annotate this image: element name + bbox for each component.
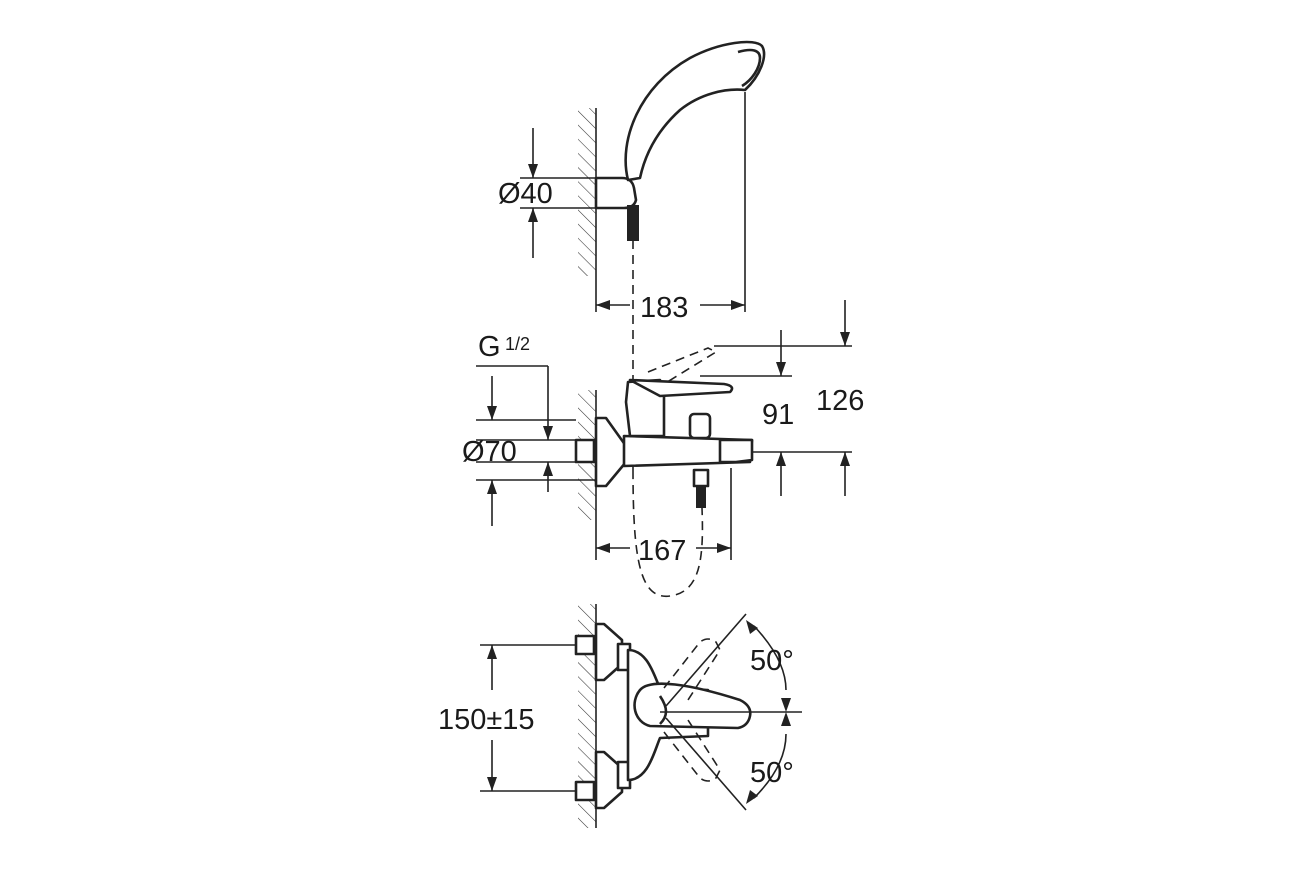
connection-centres-label: 150±15	[438, 704, 535, 736]
holder-diameter-label: Ø40	[498, 178, 553, 210]
hose-connector-top	[627, 205, 639, 241]
wall-hatch-top	[578, 108, 596, 276]
lever-rotated-up	[663, 638, 721, 701]
mixer-lever	[628, 378, 734, 398]
thread-size-label: G	[478, 331, 501, 363]
angle-lower-label: 50°	[750, 757, 794, 789]
hose-thread	[696, 486, 706, 508]
diverter-knob	[688, 412, 712, 440]
mixer-top-view: 50° 50° 150±15	[438, 604, 802, 828]
projection-label: 167	[638, 535, 686, 567]
mixer-side-view: G 1/2 Ø70 91 126 167	[462, 300, 864, 597]
shower-spray-face	[737, 48, 762, 88]
shower-reach-label: 183	[640, 292, 688, 324]
spout-height-label: 91	[762, 399, 794, 431]
shower-holder	[594, 176, 638, 210]
lower-nut	[574, 780, 596, 802]
bath-spout	[718, 438, 754, 464]
lever-top	[633, 682, 752, 730]
angle-upper-label: 50°	[750, 645, 794, 677]
lower-rosette	[594, 750, 624, 810]
lever-raised-outline	[647, 347, 718, 385]
lever-rotated-down	[663, 719, 721, 782]
overall-height-label: 126	[816, 385, 864, 417]
hose-outlet	[692, 468, 710, 488]
thread-fraction-label: 1/2	[505, 334, 530, 354]
wall-connection-nut	[574, 438, 596, 464]
upper-nut	[574, 634, 596, 656]
hose-loop	[632, 469, 704, 597]
hand-shower	[624, 40, 766, 182]
wall-hatch-bottom	[578, 604, 596, 828]
wall-rosette	[594, 416, 628, 488]
rosette-diameter-label: Ø70	[462, 436, 517, 468]
hand-shower-view: Ø40 183	[498, 40, 766, 470]
